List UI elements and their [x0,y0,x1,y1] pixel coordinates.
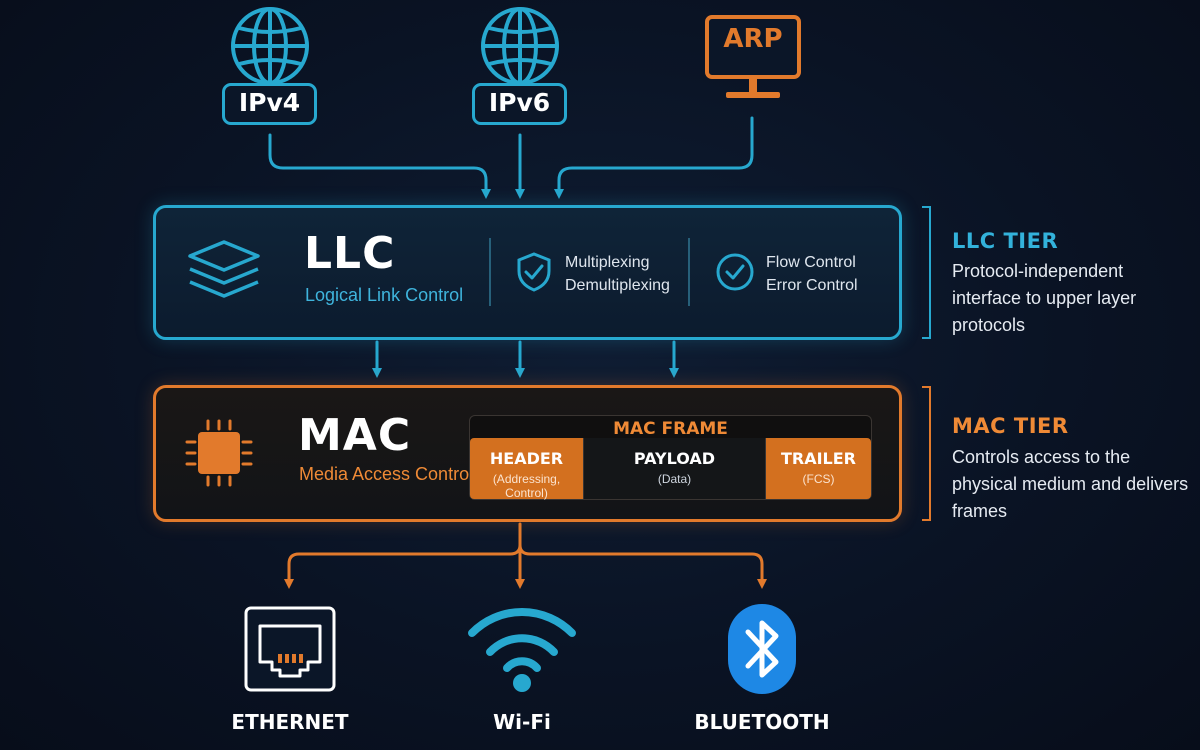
llc-tier-title: LLC TIER [952,229,1059,253]
mac-tier-title: MAC TIER [952,414,1069,438]
llc-divider [688,238,690,306]
feature-line-1: Flow Control [766,254,856,271]
mac-bracket [922,386,931,521]
frame-payload-segment: PAYLOAD (Data) [583,438,766,499]
llc-title: LLC [304,228,396,279]
segment-name: PAYLOAD [633,449,716,468]
globe-icon [481,7,559,85]
ethernet-port-icon [244,606,336,692]
feature-line-2: Demultiplexing [565,277,670,294]
llc-divider [489,238,491,306]
monitor-icon [705,15,801,98]
check-circle-icon [716,253,754,291]
feature-line-2: Error Control [766,277,858,294]
layers-icon [188,240,260,298]
llc-subtitle: Logical Link Control [305,285,464,305]
segment-description: (Data) [657,472,692,486]
ipv4-label: IPv4 [222,83,317,125]
mac-tier-description: Controls access to the physical medium a… [952,447,1189,521]
arrow-mac-to-ethernet [284,543,522,589]
llc-tier-description: Protocol-independent interface to upper … [952,261,1137,335]
arrow-ipv4-to-llc [268,133,491,199]
arrow-mac-to-bluetooth [518,543,767,589]
feature-line-1: Multiplexing [565,254,650,271]
globe-icon [231,7,309,85]
mac-frame-title: MAC FRAME [613,419,728,439]
llc-bracket [922,206,931,339]
arp-label: ARP [723,24,783,54]
segment-name: HEADER [489,449,564,468]
bluetooth-icon [728,604,796,694]
segment-description: (Addressing, Control) [492,472,561,500]
mac-title: MAC [298,410,412,461]
feature-multiplexing: Multiplexing Demultiplexing [565,251,670,297]
frame-trailer-segment: TRAILER (FCS) [766,438,871,499]
arrow-arp-to-llc [554,116,754,199]
ethernet-label: ETHERNET [231,710,349,734]
mac-subtitle: Media Access Control [299,464,474,484]
segment-description: (FCS) [802,472,835,486]
feature-flow-control: Flow Control Error Control [766,251,858,297]
chip-icon [185,419,253,487]
wifi-icon [468,607,576,692]
ipv6-label: IPv6 [472,83,567,125]
wifi-label: Wi-Fi [493,710,551,734]
bluetooth-label: BLUETOOTH [694,710,830,734]
frame-header-segment: HEADER (Addressing, Control) [470,438,583,500]
shield-check-icon [517,252,551,292]
segment-name: TRAILER [780,449,856,468]
mac-frame: MAC FRAME HEADER (Addressing, Control) P… [469,415,872,500]
